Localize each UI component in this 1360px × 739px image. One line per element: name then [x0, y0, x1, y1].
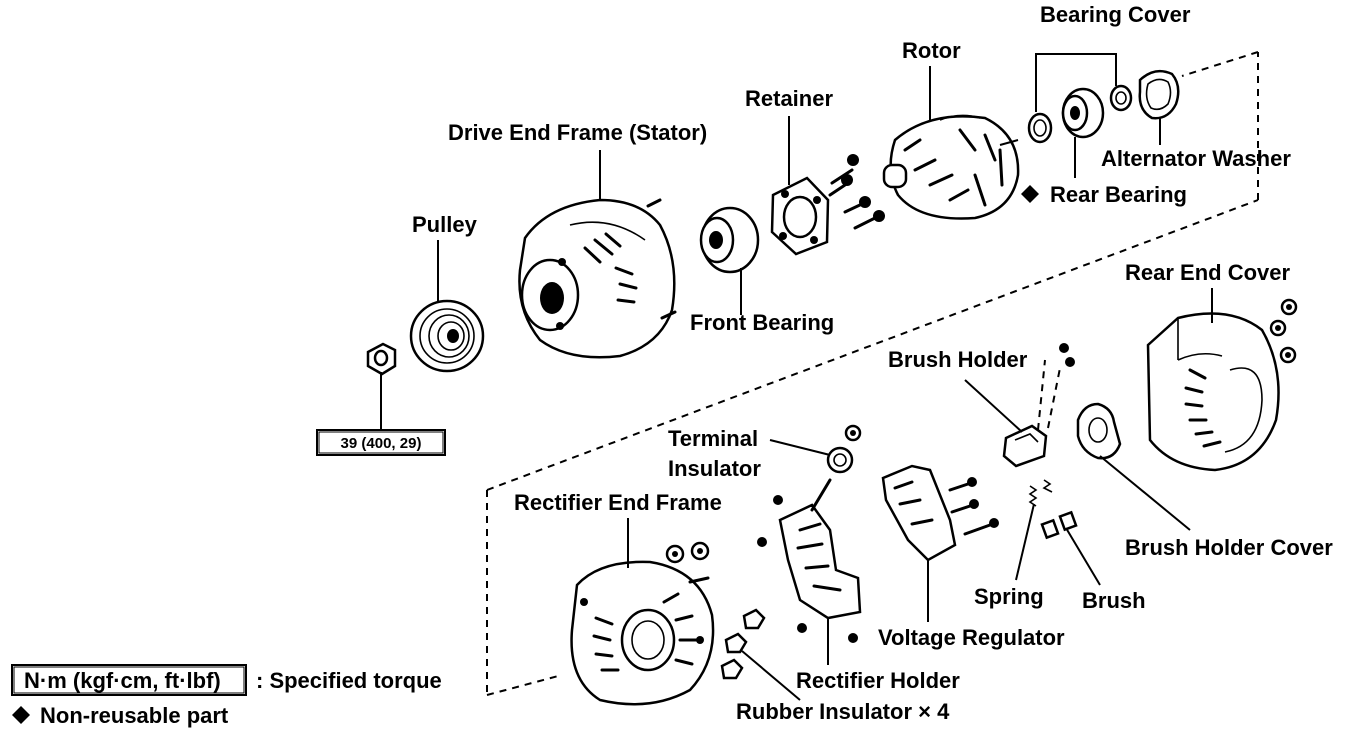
- pulley-nut: [366, 342, 397, 376]
- legend-torque-desc: : Specified torque: [256, 668, 442, 693]
- diamond-icon: [12, 706, 30, 724]
- label-rectifier-end-frame: Rectifier End Frame: [514, 490, 722, 515]
- legend: N·m (kgf·cm, ft·lbf) : Specified torque …: [11, 664, 442, 728]
- alternator-washer-part: [1138, 69, 1180, 120]
- label-front-bearing: Front Bearing: [690, 310, 834, 335]
- label-terminal: Terminal: [668, 426, 758, 451]
- label-brush-holder: Brush Holder: [888, 347, 1028, 372]
- pulley-part: [409, 299, 485, 373]
- legend-nonreusable: Non-reusable part: [40, 703, 229, 728]
- front-bearing-part: [699, 206, 760, 274]
- rectifier-holder-part: [757, 478, 862, 643]
- label-brush-holder-cover: Brush Holder Cover: [1125, 535, 1333, 560]
- rectifier-end-frame-part: [570, 560, 715, 706]
- label-retainer: Retainer: [745, 86, 833, 111]
- rear-end-cover-part: [1146, 312, 1280, 472]
- voltage-regulator-part: [881, 464, 999, 562]
- terminal-insulator-part: [826, 424, 862, 474]
- label-rear-bearing: Rear Bearing: [1050, 182, 1187, 207]
- label-rectifier-holder: Rectifier Holder: [796, 668, 960, 693]
- rotor-part: [882, 114, 1020, 220]
- retainer-screws: [828, 154, 885, 230]
- label-rear-end-cover: Rear End Cover: [1125, 260, 1290, 285]
- rectifier-end-frame-nuts: [665, 541, 710, 584]
- bearing-cover-part: [1027, 84, 1133, 144]
- diamond-icon: [1021, 185, 1039, 203]
- label-pulley: Pulley: [412, 212, 478, 237]
- drive-end-frame-part: [518, 198, 677, 359]
- label-alternator-washer: Alternator Washer: [1101, 146, 1291, 171]
- label-drive-end-frame: Drive End Frame (Stator): [448, 120, 707, 145]
- rubber-insulators-part: [720, 608, 766, 680]
- torque-spec-box: 39 (400, 29): [316, 429, 446, 456]
- label-bearing-cover: Bearing Cover: [1040, 2, 1191, 27]
- label-spring: Spring: [974, 584, 1044, 609]
- label-brush: Brush: [1082, 588, 1146, 613]
- spring-part: [1028, 479, 1053, 507]
- label-rotor: Rotor: [902, 38, 961, 63]
- dashed-assembly-outline: [486, 51, 1259, 696]
- retainer-part: [770, 176, 830, 256]
- torque-value: 39 (400, 29): [341, 435, 422, 452]
- legend-torque-unit: N·m (kgf·cm, ft·lbf): [24, 668, 221, 693]
- rear-end-cover-nuts: [1269, 298, 1298, 364]
- label-voltage-regulator: Voltage Regulator: [878, 625, 1065, 650]
- brush-holder-cover-part: [1076, 402, 1122, 460]
- label-rubber-insulator: Rubber Insulator × 4: [736, 699, 950, 724]
- label-insulator: Insulator: [668, 456, 761, 481]
- brush-part: [1040, 510, 1078, 540]
- brush-holder-part: [1002, 343, 1075, 468]
- rear-bearing-part: [1061, 87, 1105, 139]
